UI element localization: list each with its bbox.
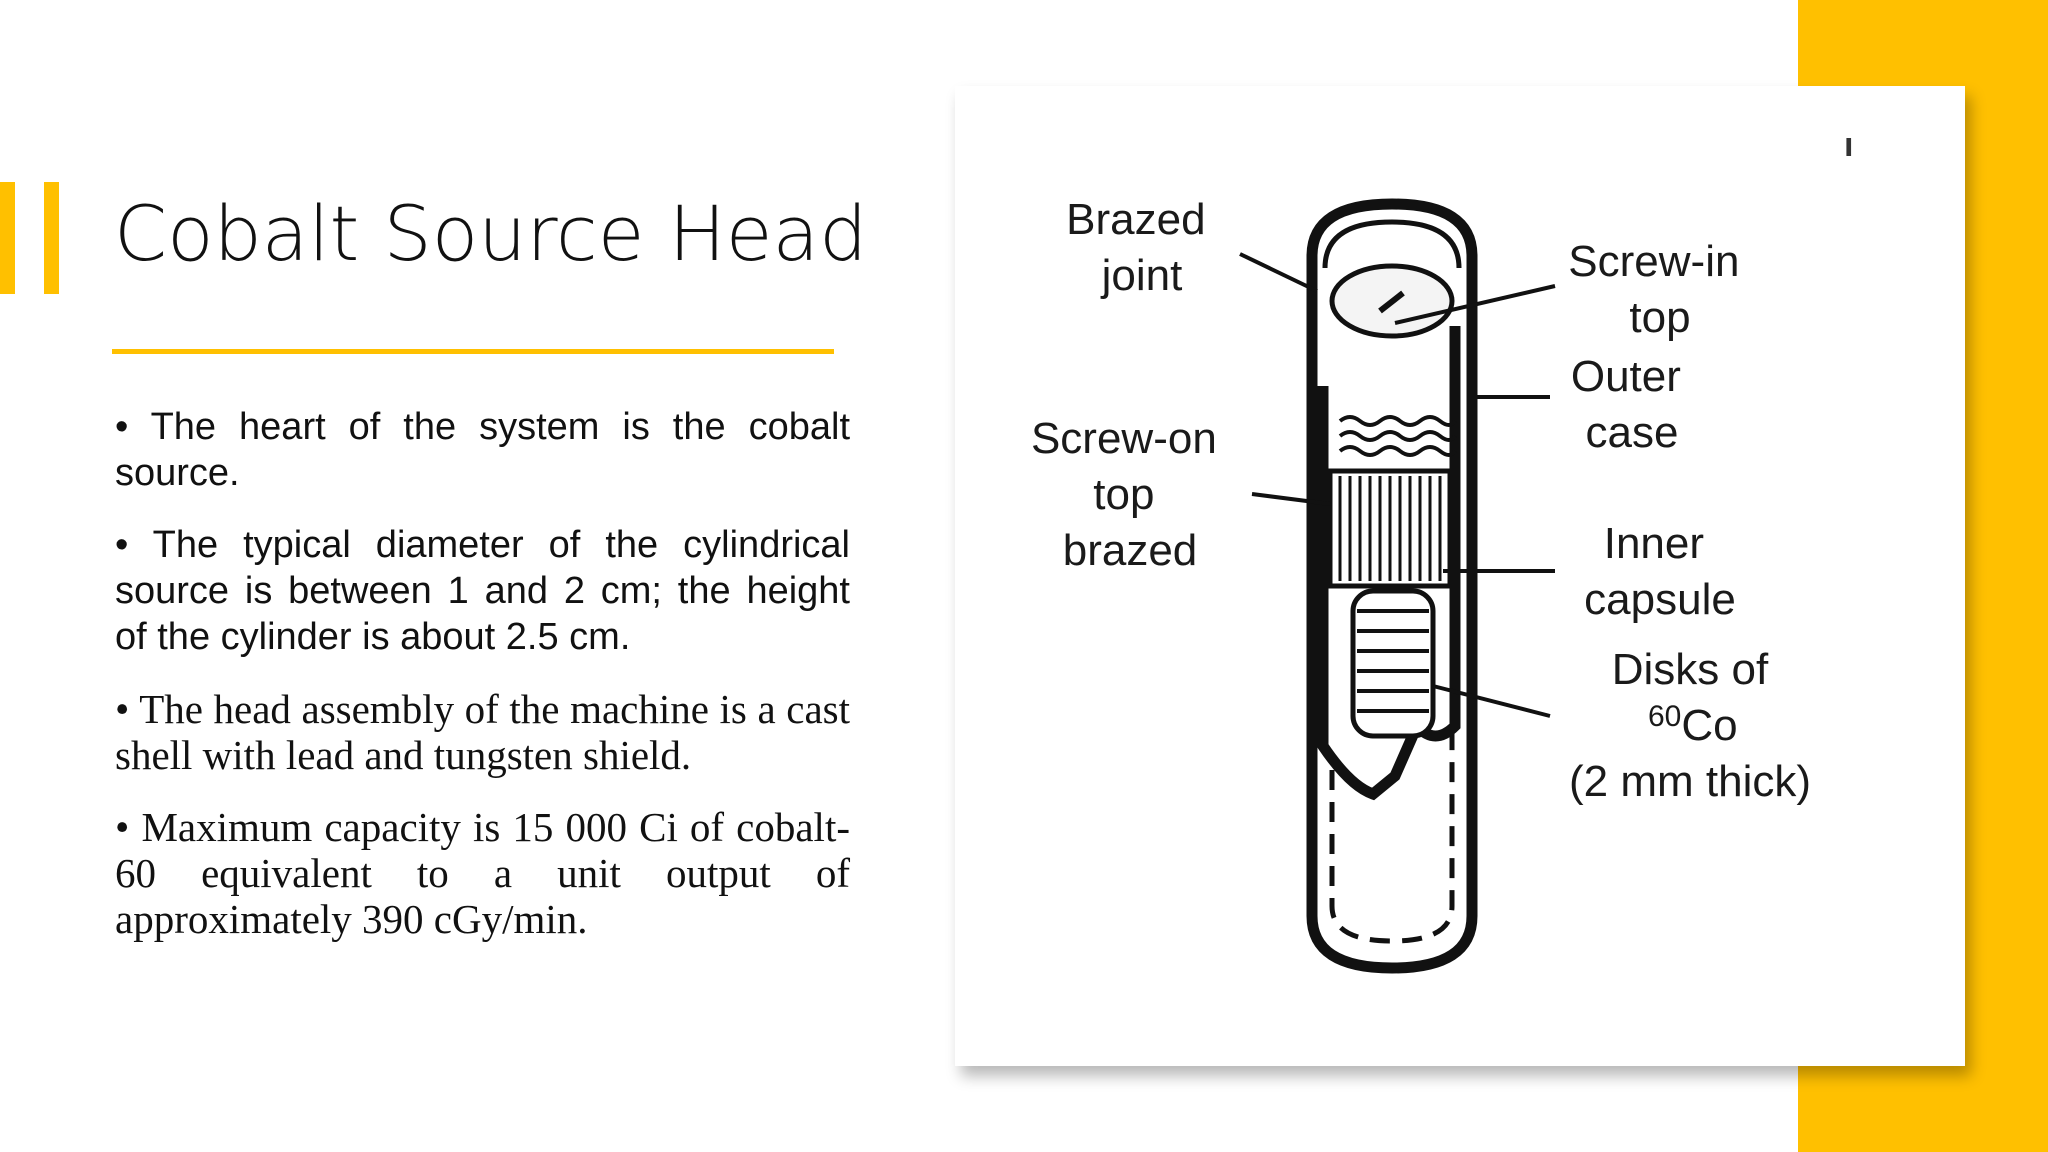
leader-disks: [1432, 684, 1551, 718]
bullet-item: • Maximum capacity is 15 000 Ci of cobal…: [115, 804, 850, 942]
braze-band: [1338, 415, 1457, 427]
leader-brazed-joint: [1239, 252, 1318, 293]
bullet-item: • The head assembly of the machine is a …: [115, 686, 850, 778]
leader-screw-in-top: [1394, 284, 1556, 325]
title-accent-bar-right: [44, 182, 59, 294]
label-screw-on-top: Screw-on top brazed: [1031, 414, 1229, 575]
bullet-item: • The heart of the system is the cobalt …: [115, 406, 850, 494]
label-screw-in-top: Screw-in top: [1568, 237, 1751, 342]
bullet-list: • The heart of the system is the cobalt …: [115, 404, 850, 968]
outer-case-lip: [1322, 219, 1462, 269]
label-disk-thickness: (2 mm thick): [1569, 757, 1811, 806]
corner-mark: ı: [1844, 126, 1853, 164]
leader-screw-on-top: [1251, 492, 1331, 506]
cobalt-source-diagram: Brazed joint Screw-on top brazed Screw-i…: [955, 86, 1965, 1066]
label-brazed-joint: Brazed joint: [1066, 195, 1218, 300]
label-inner-capsule: Inner capsule: [1584, 519, 1736, 624]
capsule-drawing: Brazed joint Screw-on top brazed Screw-i…: [1031, 126, 1853, 974]
label-disks-of: Disks of: [1612, 645, 1769, 694]
label-cobalt-60: 60Co: [1648, 700, 1738, 750]
title-underline: [112, 349, 834, 354]
label-outer-case: Outer case: [1571, 352, 1693, 457]
title-accent-bar-left: [0, 182, 15, 294]
bullet-item: • The typical diameter of the cylindrica…: [115, 524, 850, 658]
slide-title: Cobalt Source Head: [114, 189, 868, 278]
screw-in-top-slot: [1378, 290, 1405, 314]
cobalt-disks-stack: [1350, 588, 1436, 739]
